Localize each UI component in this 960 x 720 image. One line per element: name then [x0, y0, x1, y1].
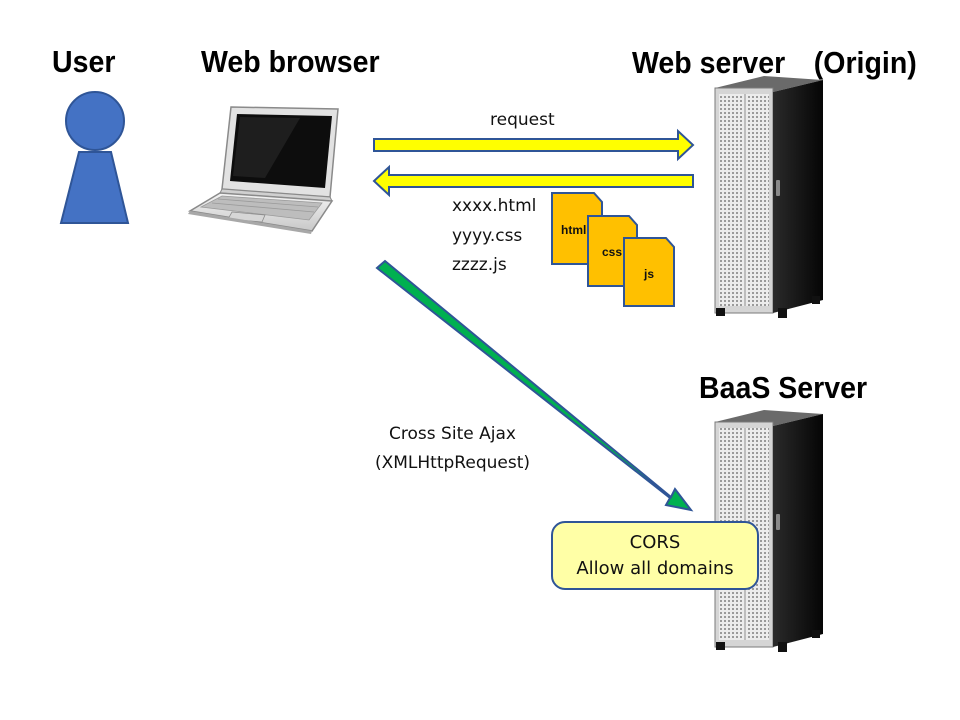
js-file-label: js	[643, 267, 654, 281]
user-person-icon	[59, 91, 130, 224]
cors-callout: CORS Allow all domains	[551, 521, 759, 590]
origin-server-rack-icon	[714, 76, 823, 318]
request-arrow	[373, 128, 695, 162]
response-file-html: xxxx.html	[452, 196, 537, 216]
laptop-icon	[187, 106, 339, 234]
origin-server-heading: Web server (Origin)	[632, 45, 917, 80]
cors-title: CORS	[629, 531, 681, 553]
response-arrow	[372, 164, 694, 198]
browser-heading: Web browser	[201, 44, 380, 79]
response-file-css: yyyy.css	[452, 226, 523, 246]
html-file-label: html	[561, 223, 586, 237]
ajax-label-line1: Cross Site Ajax	[389, 424, 516, 444]
cors-description: Allow all domains	[576, 557, 734, 579]
css-file-label: css	[602, 245, 622, 259]
ajax-label-line2: (XMLHttpRequest)	[374, 453, 530, 473]
user-heading: User	[52, 44, 116, 79]
js-file-icon: js	[623, 237, 675, 307]
ajax-arrow	[375, 259, 694, 512]
baas-server-heading: BaaS Server	[699, 370, 868, 405]
response-file-js: zzzz.js	[452, 255, 507, 275]
request-label: request	[490, 110, 555, 130]
